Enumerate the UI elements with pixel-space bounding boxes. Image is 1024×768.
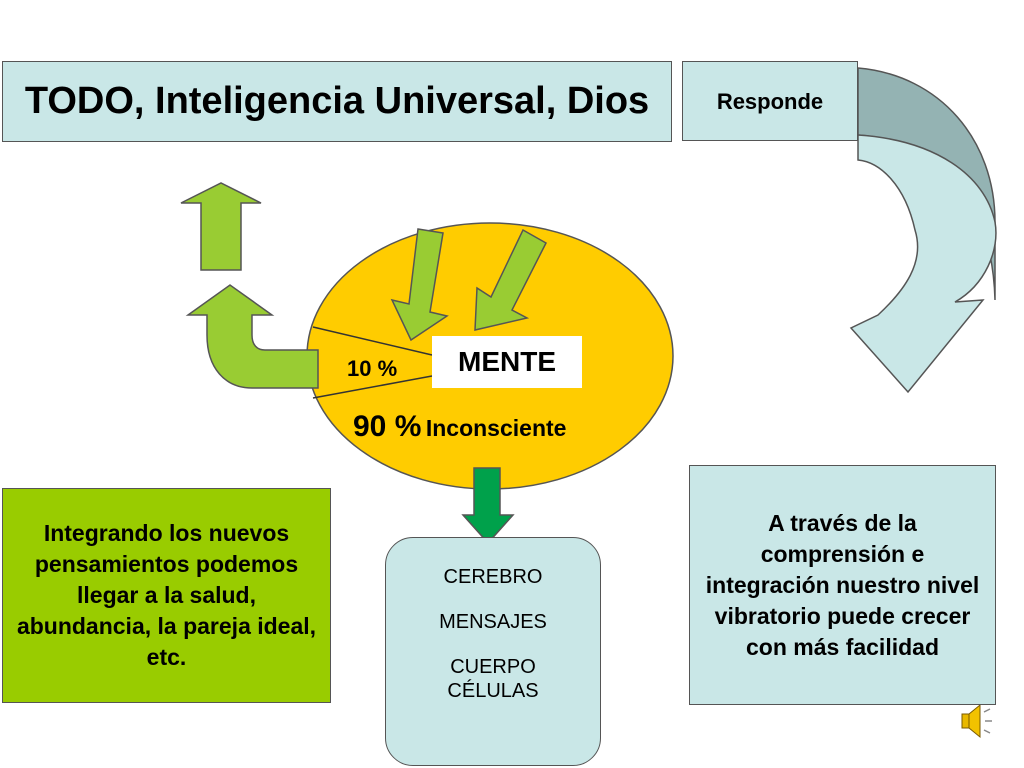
title-text: TODO, Inteligencia Universal, Dios (24, 80, 650, 122)
down-arrow-dark-icon (461, 467, 515, 545)
right-box-text: A través de la comprensión e integración… (705, 509, 980, 660)
left-box-text: Integrando los nuevos pensamientos podem… (16, 520, 317, 670)
cerebro-text: CEREBRO (443, 566, 543, 588)
unconscious-caption: 90 % Inconsciente (353, 410, 566, 444)
conscious-percent: 10 % (347, 356, 398, 381)
mente-label: MENTE (432, 336, 582, 388)
speaker-icon[interactable] (961, 703, 992, 739)
right-teal-box: A través de la comprensión e integración… (689, 465, 996, 705)
down-arrow-right-icon (474, 228, 547, 331)
up-arrow-icon (180, 182, 262, 271)
down-arrow-left-icon (390, 228, 449, 342)
responde-box: Responde (682, 61, 858, 141)
title-box: TODO, Inteligencia Universal, Dios (2, 61, 672, 142)
bent-arrow-icon (185, 284, 319, 389)
curved-arrow (849, 67, 997, 394)
celulas-text: CÉLULAS (447, 680, 539, 702)
divider-line-upper (312, 326, 433, 356)
center-rounded-box: CEREBRO MENSAJES CUERPO CÉLULAS (385, 537, 601, 766)
responde-text: Responde (716, 89, 824, 114)
left-green-box: Integrando los nuevos pensamientos podem… (2, 488, 331, 703)
divider-line-lower (312, 375, 433, 399)
curved-arrow-front (849, 134, 997, 394)
cuerpo-text: CUERPO (450, 656, 536, 678)
unconscious-percent: 90 % (353, 410, 422, 443)
unconscious-label: Inconsciente (425, 415, 567, 441)
mensajes-text: MENSAJES (439, 611, 547, 633)
